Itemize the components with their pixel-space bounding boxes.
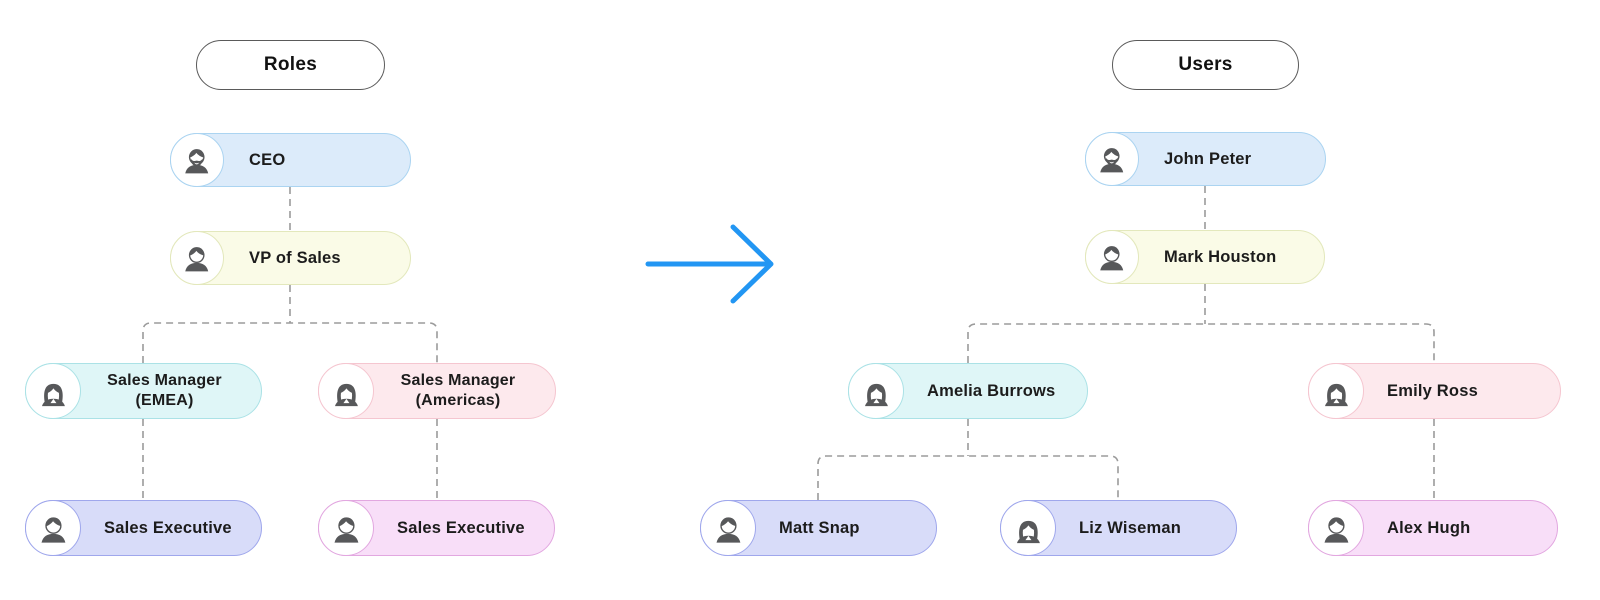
user-node-amelia-burrows: Amelia Burrows — [848, 363, 1088, 419]
role-node-label: VP of Sales — [249, 248, 341, 267]
man-beard-icon — [1085, 132, 1139, 186]
role-node-label: Sales Manager (Americas) — [400, 372, 516, 409]
role-node-label: CEO — [249, 150, 286, 169]
role-node-label: Sales Manager (EMEA) — [107, 372, 222, 409]
user-node-label: Mark Houston — [1164, 247, 1277, 266]
user-node-label: John Peter — [1164, 149, 1252, 168]
user-node-john-peter: John Peter — [1085, 132, 1326, 186]
woman-icon — [1308, 363, 1364, 419]
man-icon — [1085, 230, 1139, 284]
transform-arrow-icon — [645, 224, 774, 304]
man-icon — [700, 500, 756, 556]
user-node-label: Liz Wiseman — [1079, 518, 1181, 537]
user-node-liz-wiseman: Liz Wiseman — [1000, 500, 1237, 556]
role-node-label: Sales Executive — [104, 518, 232, 537]
user-node-label: Matt Snap — [779, 518, 860, 537]
role-node-sales-manager-americas: Sales Manager (Americas) — [318, 363, 556, 419]
users-title-label: Users — [1178, 54, 1233, 75]
user-node-alex-hugh: Alex Hugh — [1308, 500, 1558, 556]
role-node-label: Sales Executive — [397, 518, 525, 537]
user-node-mark-houston: Mark Houston — [1085, 230, 1325, 284]
role-node-sales-executive-right: Sales Executive — [318, 500, 555, 556]
role-node-sales-executive-left: Sales Executive — [25, 500, 262, 556]
roles-chart-title: Roles — [196, 40, 385, 90]
users-chart-title: Users — [1112, 40, 1299, 90]
woman-icon — [1000, 500, 1056, 556]
woman-icon — [848, 363, 904, 419]
woman-icon — [25, 363, 81, 419]
man-beard-icon — [170, 133, 224, 187]
user-node-label: Emily Ross — [1387, 381, 1478, 400]
role-node-vp-of-sales: VP of Sales — [170, 231, 411, 285]
user-node-matt-snap: Matt Snap — [700, 500, 937, 556]
woman-icon — [318, 363, 374, 419]
role-node-sales-manager-emea: Sales Manager (EMEA) — [25, 363, 262, 419]
roles-title-label: Roles — [263, 54, 318, 75]
user-node-label: Alex Hugh — [1387, 518, 1471, 537]
user-node-emily-ross: Emily Ross — [1308, 363, 1561, 419]
man-icon — [25, 500, 81, 556]
role-node-ceo: CEO — [170, 133, 411, 187]
man-icon — [1308, 500, 1364, 556]
man-icon — [170, 231, 224, 285]
user-node-label: Amelia Burrows — [927, 381, 1056, 400]
man-icon — [318, 500, 374, 556]
